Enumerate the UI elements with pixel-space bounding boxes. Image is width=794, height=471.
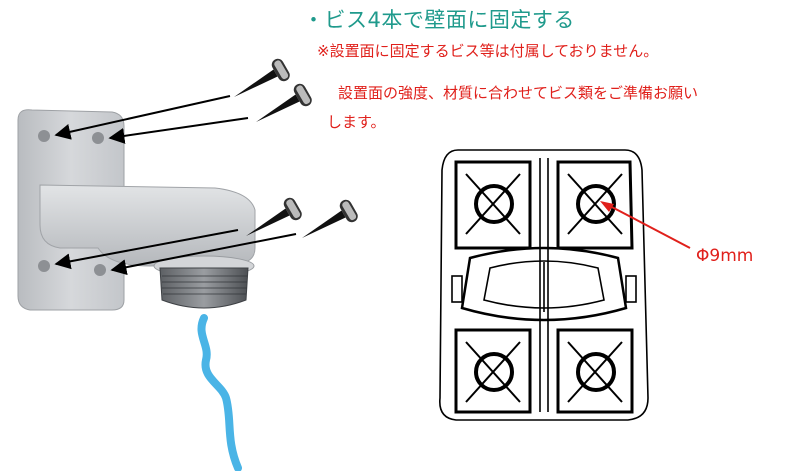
mount-hole-bottom-right (576, 352, 616, 392)
hole-diameter-label: Φ9mm (696, 246, 754, 266)
screw-top-2 (256, 83, 312, 122)
direction-arrows (54, 95, 297, 276)
mount-hole-top-left (474, 184, 514, 224)
note-prepare-screws-continued: します。 (327, 113, 386, 131)
arrow-bottom-left-hole (54, 229, 239, 270)
note-no-screws-included: ※設置面に固定するビス等は付属しておりません。 (317, 42, 659, 60)
screw-bottom-2 (302, 199, 358, 238)
note-prepare-screws: 設置面の強度、材質に合わせてビス類をご準備お願い (338, 84, 699, 102)
bracket-hole-top-right (92, 132, 104, 144)
arrow-bottom-right-hole (110, 233, 297, 276)
screw-top-1 (234, 58, 290, 97)
arrow-top-left-hole (54, 95, 231, 140)
mount-hole-bottom-left (474, 352, 514, 392)
cable (197, 314, 242, 471)
hole-diameter-callout (600, 201, 691, 249)
bracket-back-view (439, 149, 649, 421)
screw-icon (234, 58, 358, 238)
bracket-hole-bottom-left (38, 260, 50, 272)
arrow-top-right-hole (108, 117, 249, 144)
bracket-hole-bottom-right (94, 264, 106, 276)
screw-bottom-1 (246, 197, 302, 236)
page-title: ・ビス4本で壁面に固定する (303, 8, 575, 32)
wall-mount-bracket (17, 109, 256, 311)
bracket-hole-top-left (38, 130, 50, 142)
